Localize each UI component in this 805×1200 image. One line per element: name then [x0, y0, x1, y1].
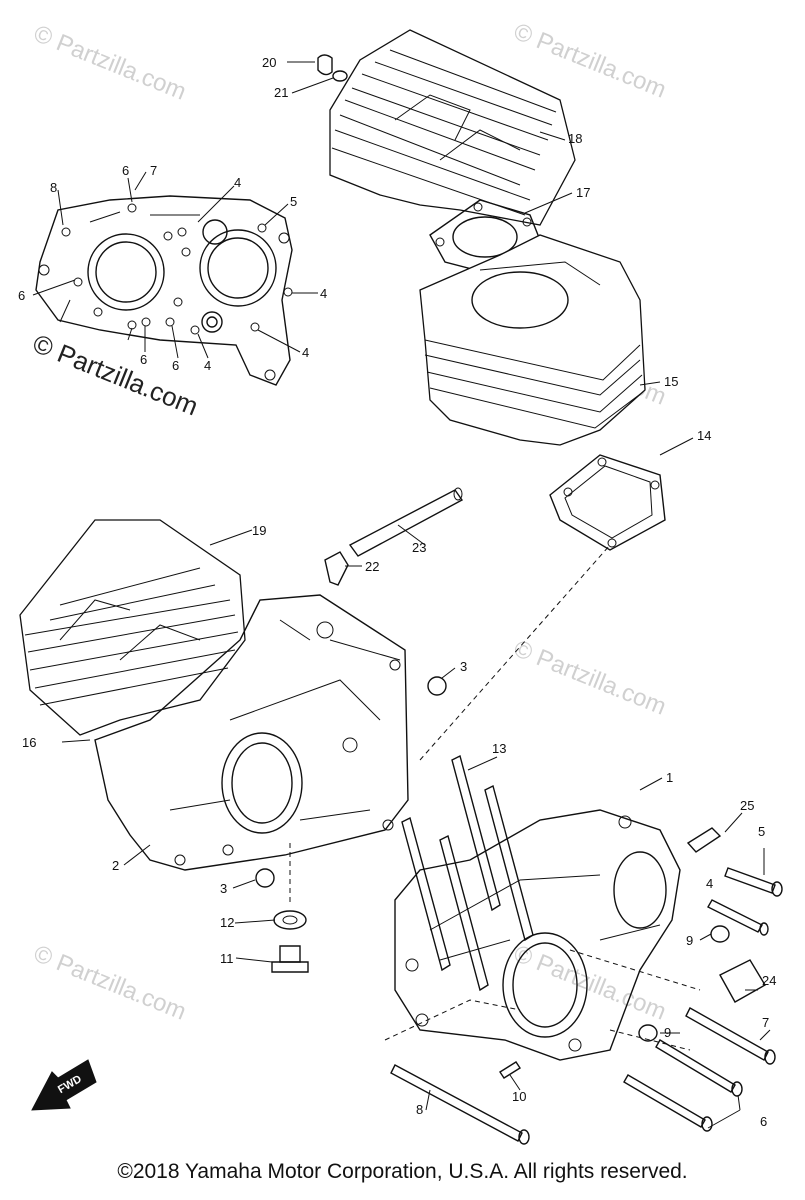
callout-8-top: 8	[50, 180, 57, 195]
callout-23: 23	[412, 540, 426, 555]
callout-labels: 20 21 18 17 15 14 23 22 19 3 16 13 1 25 …	[18, 55, 776, 1129]
cover-24	[719, 959, 766, 1003]
callout-2: 2	[112, 858, 119, 873]
callout-9: 9	[686, 933, 693, 948]
callout-22: 22	[365, 559, 379, 574]
callout-15: 15	[664, 374, 678, 389]
callout-12: 12	[220, 915, 234, 930]
crankcase-top-view	[35, 195, 293, 386]
cylinder-15	[419, 234, 646, 446]
cylinder-head-18	[317, 29, 576, 226]
callout-24: 24	[762, 973, 776, 988]
callout-16: 16	[22, 735, 36, 750]
fwd-arrow-icon: FWD	[31, 1059, 97, 1111]
dowel-9	[638, 925, 730, 1042]
callout-3-lower: 3	[220, 881, 227, 896]
collar-3-lower	[255, 868, 275, 888]
callout-14: 14	[697, 428, 711, 443]
callout-4-right: 4	[320, 286, 327, 301]
bolt-5	[724, 867, 783, 897]
drain-plug-11	[271, 945, 309, 973]
callout-4-lower: 4	[302, 345, 309, 360]
callout-11: 11	[220, 951, 234, 966]
washer-12	[273, 910, 307, 930]
callout-7-top: 7	[150, 163, 157, 178]
callout-19: 19	[252, 523, 266, 538]
callout-5: 5	[758, 824, 765, 839]
callout-4-top: 4	[234, 175, 241, 190]
callout-6-left: 6	[18, 288, 25, 303]
crankcase-right-1	[394, 809, 681, 1061]
callout-1: 1	[666, 770, 673, 785]
callout-21: 21	[274, 85, 288, 100]
callout-9-lower: 9	[664, 1025, 671, 1040]
plug-22	[324, 551, 349, 586]
bracket-25	[686, 827, 722, 853]
callout-6-bottom: 6	[172, 358, 179, 373]
pin-10	[499, 1061, 521, 1079]
callout-18: 18	[568, 131, 582, 146]
callout-25: 25	[740, 798, 754, 813]
callout-13: 13	[492, 741, 506, 756]
callout-8: 8	[416, 1102, 423, 1117]
bolts-6	[623, 1039, 743, 1132]
base-gasket-14	[549, 454, 666, 551]
pin-23	[348, 487, 464, 557]
callout-17: 17	[576, 185, 590, 200]
collar-3	[427, 676, 447, 696]
bolt-7	[685, 1007, 776, 1065]
cylinder-head-19	[19, 519, 246, 736]
callout-20: 20	[262, 55, 276, 70]
bolt-8	[390, 1064, 530, 1145]
copyright-footer: ©2018 Yamaha Motor Corporation, U.S.A. A…	[117, 1160, 688, 1183]
callout-5-top: 5	[290, 194, 297, 209]
leader-lines	[32, 61, 771, 1129]
callout-7: 7	[762, 1015, 769, 1030]
callout-6: 6	[760, 1114, 767, 1129]
callout-6-bottom-left: 6	[140, 352, 147, 367]
callout-6-top: 6	[122, 163, 129, 178]
studs-13	[401, 754, 534, 992]
callout-4: 4	[706, 876, 713, 891]
crankcase-left-2	[94, 594, 409, 871]
callout-3: 3	[460, 659, 467, 674]
callout-4-bottom: 4	[204, 358, 211, 373]
callout-10: 10	[512, 1089, 526, 1104]
bolt-4	[707, 899, 769, 936]
